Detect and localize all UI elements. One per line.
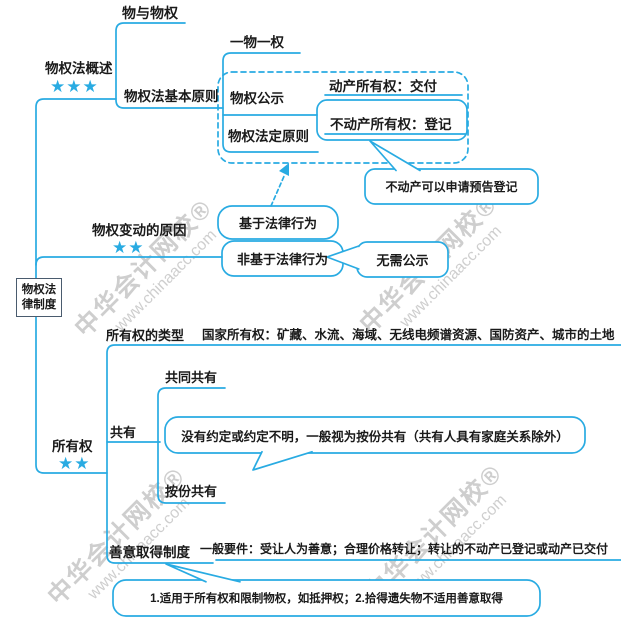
callout-no-agreement-note: 没有约定或约定不明，一般视为按份共有（共有人具有家庭关系除外）	[181, 429, 569, 444]
joint-children-spine	[157, 387, 226, 504]
node-statutory: 物权法定原则	[228, 129, 309, 144]
node-share-joint: 按份共有	[165, 484, 218, 499]
dashed-arrow	[270, 173, 286, 207]
good-faith-note-tail	[165, 563, 241, 583]
branch-change-line	[35, 256, 223, 266]
advance-registration-box	[364, 168, 539, 205]
node-ownership: 所有权	[52, 439, 93, 454]
principles-children-spine	[222, 52, 319, 153]
callout-no-publicity: 无需公示	[376, 253, 429, 268]
principles-group-box	[217, 71, 469, 164]
node-one-thing-one-right: 一物一权	[230, 35, 284, 50]
root-label-line2: 律制度	[21, 298, 57, 311]
node-general-requirements: 一般要件：受让人为善意；合理价格转让；转让的不动产已登记或动产已交付	[200, 542, 609, 556]
node-ownership-types: 所有权的类型	[106, 328, 185, 343]
stars-overview: ★★★	[50, 77, 99, 96]
root-node: 物权法 律制度	[16, 278, 62, 317]
node-immovable: 不动产所有权：登记	[330, 117, 452, 132]
dashed-arrow-head	[279, 163, 289, 176]
stars-change-reason: ★★	[112, 238, 145, 257]
no-agreement-note-tail	[252, 450, 313, 471]
node-legal-act: 基于法律行为	[238, 216, 317, 231]
node-overview: 物权法概述	[45, 61, 113, 76]
trunk-upper	[35, 98, 117, 279]
node-non-legal-act: 非基于法律行为	[236, 252, 328, 267]
node-publicity: 物权公示	[230, 91, 284, 106]
legal-act-box	[217, 205, 339, 240]
node-state-ownership: 国家所有权：矿藏、水流、海域、无线电频谱资源、国防资产、城市的土地	[202, 328, 615, 342]
node-common-joint: 共同共有	[165, 370, 218, 385]
advance-registration-tail	[369, 140, 421, 172]
node-basic-principles: 物权法基本原则	[124, 89, 219, 104]
node-joint-ownership: 共有	[110, 425, 137, 440]
no-publicity-tail	[326, 245, 360, 270]
good-faith-note-box	[112, 579, 541, 617]
node-good-faith: 善意取得制度	[109, 545, 190, 560]
stars-ownership: ★★	[58, 454, 91, 473]
node-change-reason: 物权变动的原因	[92, 223, 187, 238]
node-movable: 动产所有权：交付	[329, 79, 437, 94]
callout-advance-registration: 不动产可以申请预告登记	[385, 180, 518, 194]
node-wu-yu-wuquan: 物与物权	[122, 5, 178, 21]
root-label-line1: 物权法	[21, 284, 57, 297]
branch-ownership-spine	[106, 344, 621, 564]
trunk-lower	[35, 316, 108, 474]
no-agreement-note-box	[164, 416, 586, 454]
branch-overview-spine	[115, 22, 224, 109]
callout-good-faith-note: 1.适用于所有权和限制物权，如抵押权；2.拾得遗失物不适用善意取得	[150, 593, 503, 605]
publicity-methods-box	[316, 99, 468, 141]
